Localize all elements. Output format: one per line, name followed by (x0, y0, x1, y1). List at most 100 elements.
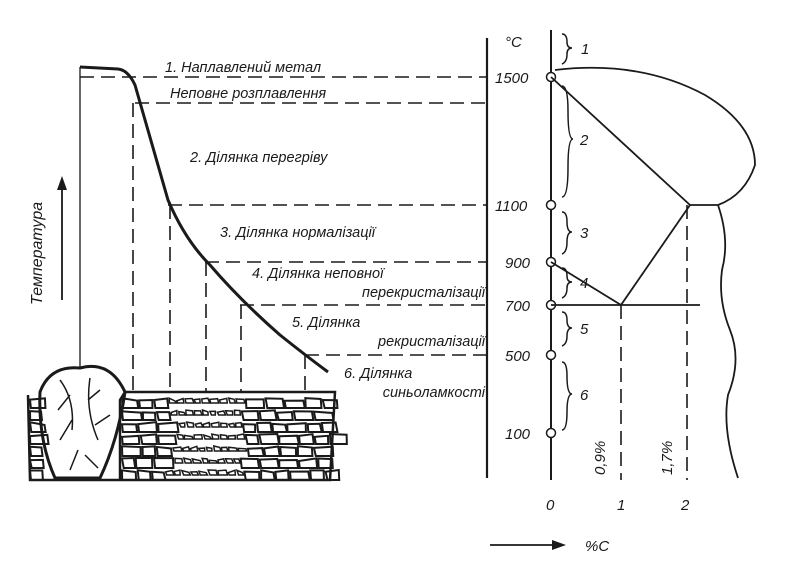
grain (234, 421, 243, 428)
zone-numbers: 1 2 3 4 5 6 (579, 41, 589, 404)
grain (260, 469, 276, 481)
grain (227, 397, 237, 404)
grain (243, 470, 261, 481)
grain (224, 457, 235, 464)
grain (271, 422, 289, 433)
grain (28, 397, 47, 409)
grain (216, 410, 227, 416)
grain (233, 409, 242, 416)
grain (182, 457, 193, 464)
grain (292, 410, 315, 421)
grain (297, 433, 315, 445)
grain (174, 457, 184, 464)
grain (120, 410, 144, 421)
x-axis-unit: %C (585, 538, 609, 555)
grain (239, 457, 261, 469)
grain (236, 433, 246, 440)
grain (224, 410, 234, 416)
grain (28, 420, 47, 433)
grain (137, 421, 159, 433)
grain (235, 398, 246, 404)
grain (227, 422, 236, 428)
grain (155, 411, 172, 421)
grain (168, 396, 179, 404)
grain (150, 470, 167, 481)
iron-carbon-phase-diagram (550, 66, 756, 479)
grain (120, 445, 142, 457)
grain (206, 469, 219, 476)
grain (286, 422, 307, 433)
y-axis-label: Температура (29, 202, 46, 305)
grain (120, 397, 140, 409)
grain (164, 469, 176, 476)
tick-700: 700 (505, 298, 531, 315)
grain (185, 421, 195, 428)
zone-2-label: 2. Ділянка перегріву (189, 150, 328, 166)
grain (120, 469, 138, 481)
grain (193, 433, 204, 440)
tick-1100: 1100 (495, 198, 528, 215)
zone-number-2: 2 (579, 132, 589, 149)
grain (191, 457, 203, 464)
grain (184, 397, 196, 404)
zone-4-label-2: перекристалізації (362, 285, 487, 301)
grain (120, 457, 137, 469)
grain (134, 457, 154, 469)
grain (193, 409, 204, 416)
grain (246, 447, 266, 457)
zone-6-label-1: 6. Ділянка (344, 366, 412, 382)
grain (262, 445, 281, 457)
grain (241, 423, 257, 433)
marker-0-9: 0,9% (592, 441, 609, 475)
grain (227, 434, 237, 440)
grain (220, 446, 229, 452)
grain (328, 432, 348, 445)
grain (173, 469, 181, 476)
grain (313, 434, 330, 445)
tick-100: 100 (505, 426, 531, 443)
grain (297, 457, 319, 469)
grain (200, 397, 211, 404)
grain (278, 434, 301, 445)
grain (312, 410, 335, 421)
zone-number-4: 4 (580, 275, 588, 292)
grain (202, 421, 211, 428)
marker-1-7: 1,7% (659, 441, 676, 475)
carbon-tick-2: 2 (680, 497, 690, 514)
weld-cross-section (26, 365, 348, 482)
grain (212, 445, 223, 452)
grain (205, 446, 213, 452)
zone-5-label-2: рекристалізації (377, 334, 487, 350)
grain (321, 399, 339, 409)
grain (201, 408, 209, 416)
grain (185, 409, 195, 416)
grain (141, 445, 157, 457)
grain (181, 445, 191, 452)
grain (320, 421, 339, 433)
grain (208, 459, 220, 464)
grain (240, 410, 260, 421)
grain (28, 469, 44, 481)
grain (217, 458, 227, 464)
grain (189, 470, 200, 476)
grain (177, 422, 186, 428)
grain (28, 445, 44, 457)
grain (210, 433, 220, 440)
grain (172, 446, 184, 452)
grain (208, 410, 217, 416)
grain (192, 398, 201, 404)
zone-1-label: 1. Наплавлений метал (165, 60, 321, 76)
grain (264, 397, 286, 409)
grain (120, 423, 139, 433)
tick-1500: 1500 (495, 70, 529, 87)
zone-6-label-2: синьоламкості (383, 385, 486, 401)
zone-number-6: 6 (580, 387, 589, 404)
temperature-curve (79, 65, 329, 374)
grain (28, 410, 44, 421)
grain (194, 422, 204, 428)
grain (304, 397, 323, 409)
grain (180, 469, 192, 476)
right-arrow-icon (490, 540, 566, 550)
grain (232, 458, 242, 464)
grain (220, 422, 229, 428)
